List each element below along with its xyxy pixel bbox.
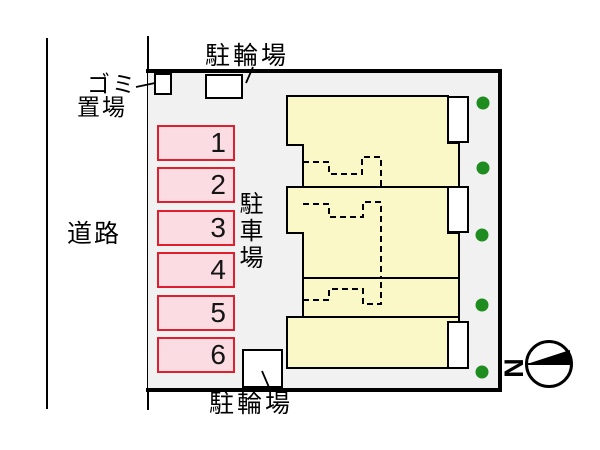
compass-needle-icon (527, 350, 570, 364)
parking-space-1: 1 (157, 125, 235, 161)
bicycle-parking-box-bottom (242, 349, 283, 388)
balcony-box (447, 186, 469, 233)
parking-space-3: 3 (157, 209, 235, 246)
compass (525, 340, 573, 388)
garbage-area-label-line2: 置場 (77, 94, 127, 120)
leader-line-garbage (135, 82, 156, 88)
leader-line-bicycle-bottom (261, 370, 272, 393)
balcony-box (447, 96, 469, 143)
garbage-area-box (154, 73, 172, 95)
tree-dot (475, 298, 489, 312)
dashed-entry-outline (303, 156, 382, 186)
parking-spaces-block: 1 2 3 4 5 6 (157, 125, 235, 373)
balcony-box (447, 321, 469, 369)
tree-dot (475, 365, 489, 379)
tree-dot (475, 228, 489, 242)
car-parking-label: 駐車場 (235, 191, 262, 272)
parking-space-5: 5 (157, 294, 235, 331)
parking-space-2: 2 (157, 167, 235, 204)
compass-north-label: N (499, 358, 529, 378)
tree-dot (476, 161, 490, 175)
building-footprint (286, 95, 460, 369)
leader-line-bicycle-top (245, 66, 254, 84)
bicycle-parking-label-bottom: 駐輪場 (208, 390, 293, 418)
parking-space-4: 4 (157, 252, 235, 289)
tree-dot (476, 96, 490, 110)
dashed-entry-outline (303, 201, 382, 277)
parking-space-6: 6 (157, 336, 235, 373)
bicycle-parking-box-top (205, 74, 243, 99)
road-label: 道路 (67, 220, 122, 248)
garbage-area-label-line1: ゴミ (87, 71, 137, 97)
dashed-entry-outline (303, 279, 382, 305)
bicycle-parking-label-top: 駐輪場 (204, 42, 289, 70)
